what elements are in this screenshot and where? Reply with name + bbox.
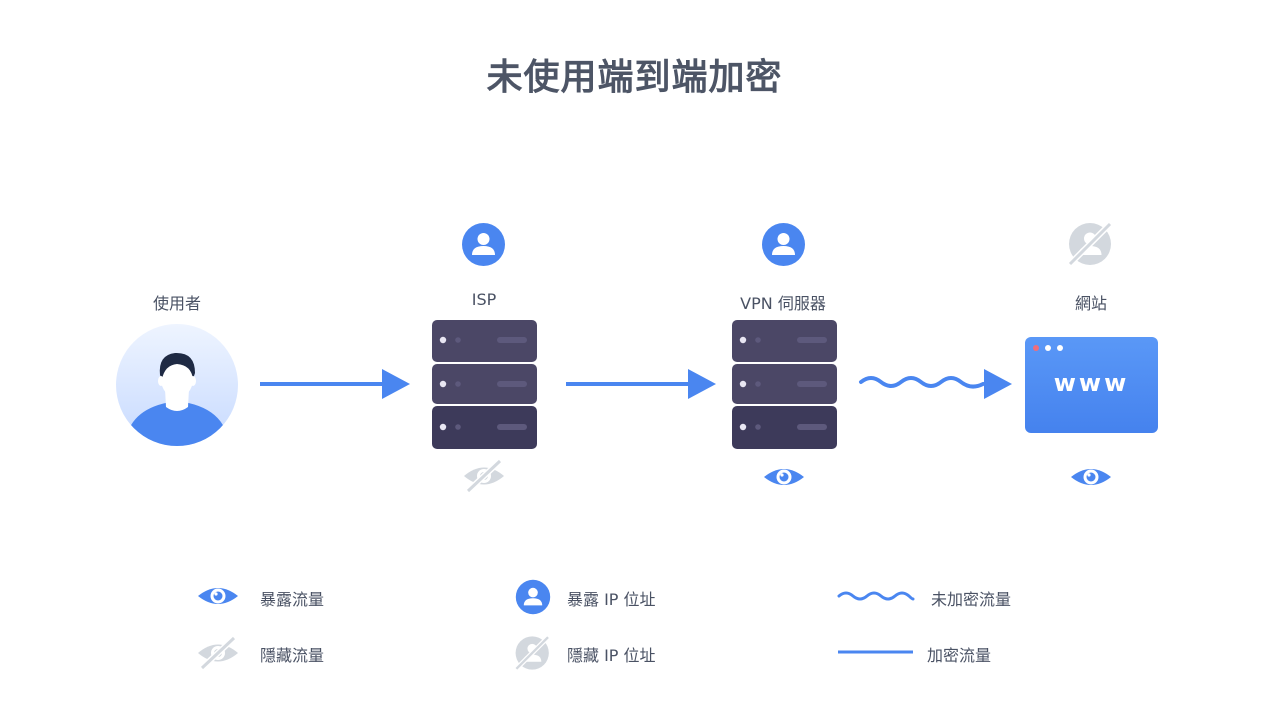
website-browser-icon: www (1025, 337, 1158, 433)
isp-label: ISP (471, 290, 497, 309)
exposed-traffic-icon (764, 469, 804, 485)
legend-hidden-traffic-label: 隱藏流量 (260, 646, 325, 665)
window-dot-icon (1057, 345, 1063, 351)
legend-encrypted-traffic-label: 加密流量 (927, 646, 992, 665)
encrypted-traffic-arrow (566, 369, 716, 399)
exposed-ip-icon (515, 579, 551, 615)
exposed-ip-icon (762, 223, 805, 266)
website-label: 網站 (1074, 294, 1107, 313)
exposed-traffic-icon (198, 588, 238, 604)
hidden-traffic-icon (464, 459, 504, 493)
hidden-ip-icon (1067, 221, 1113, 267)
diagram-title: 未使用端到端加密 (486, 57, 783, 98)
encrypted-traffic-arrow (260, 369, 410, 399)
legend-exposed-ip-label: 暴露 IP 位址 (567, 590, 656, 609)
hidden-ip-icon (514, 635, 550, 671)
exposed-traffic-icon (1071, 469, 1111, 485)
user-label: 使用者 (152, 294, 201, 313)
window-dot-icon (1045, 345, 1051, 351)
browser-www-text: www (1053, 369, 1130, 397)
hidden-traffic-icon (198, 636, 238, 670)
unencrypted-wave-icon (837, 591, 915, 601)
vpn-server-label: VPN 伺服器 (740, 294, 826, 313)
exposed-ip-icon (462, 223, 505, 266)
legend-hidden-ip-label: 隱藏 IP 位址 (567, 646, 656, 665)
isp-server-icon (432, 320, 537, 449)
unencrypted-traffic-arrow (859, 369, 1012, 399)
legend-unencrypted-traffic-label: 未加密流量 (931, 590, 1012, 609)
legend-exposed-traffic-label: 暴露流量 (260, 590, 325, 609)
window-dot-icon (1033, 345, 1039, 351)
user-avatar (116, 324, 238, 446)
vpn-server-icon (732, 320, 837, 449)
encrypted-line-icon (838, 650, 913, 654)
